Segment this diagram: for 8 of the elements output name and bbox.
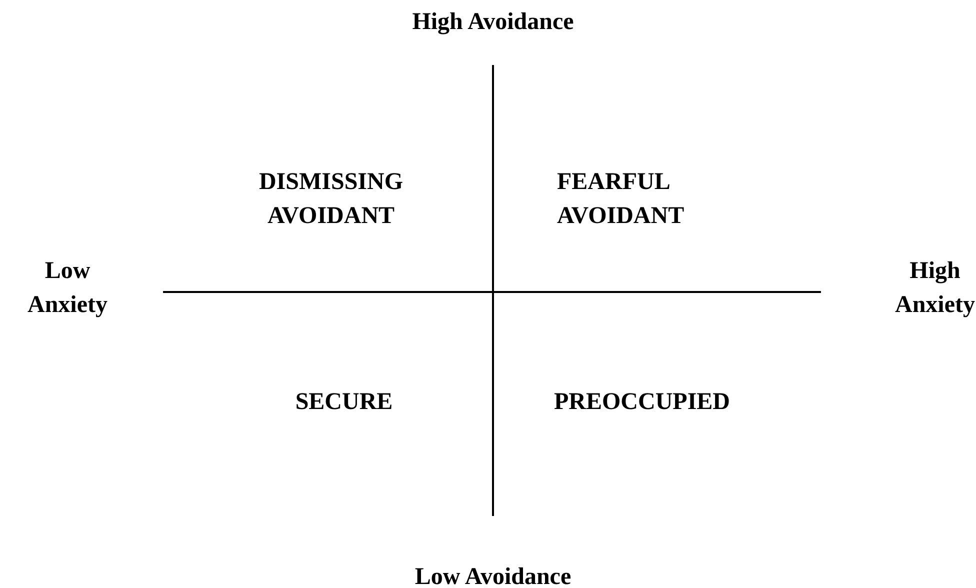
quadrant-label: DISMISSING AVOIDANT — [258, 168, 404, 231]
axis-label: High Anxiety — [894, 257, 976, 320]
quadrant-label: FEARFUL AVOIDANT — [557, 168, 686, 231]
quadrant-label: SECURE — [294, 388, 394, 417]
axis-label: Low Avoidance — [414, 563, 572, 588]
quadrant-label: PREOCCUPIED — [554, 388, 732, 417]
axis-label: High Avoidance — [411, 8, 575, 37]
axis-label: Low Anxiety — [26, 257, 108, 320]
